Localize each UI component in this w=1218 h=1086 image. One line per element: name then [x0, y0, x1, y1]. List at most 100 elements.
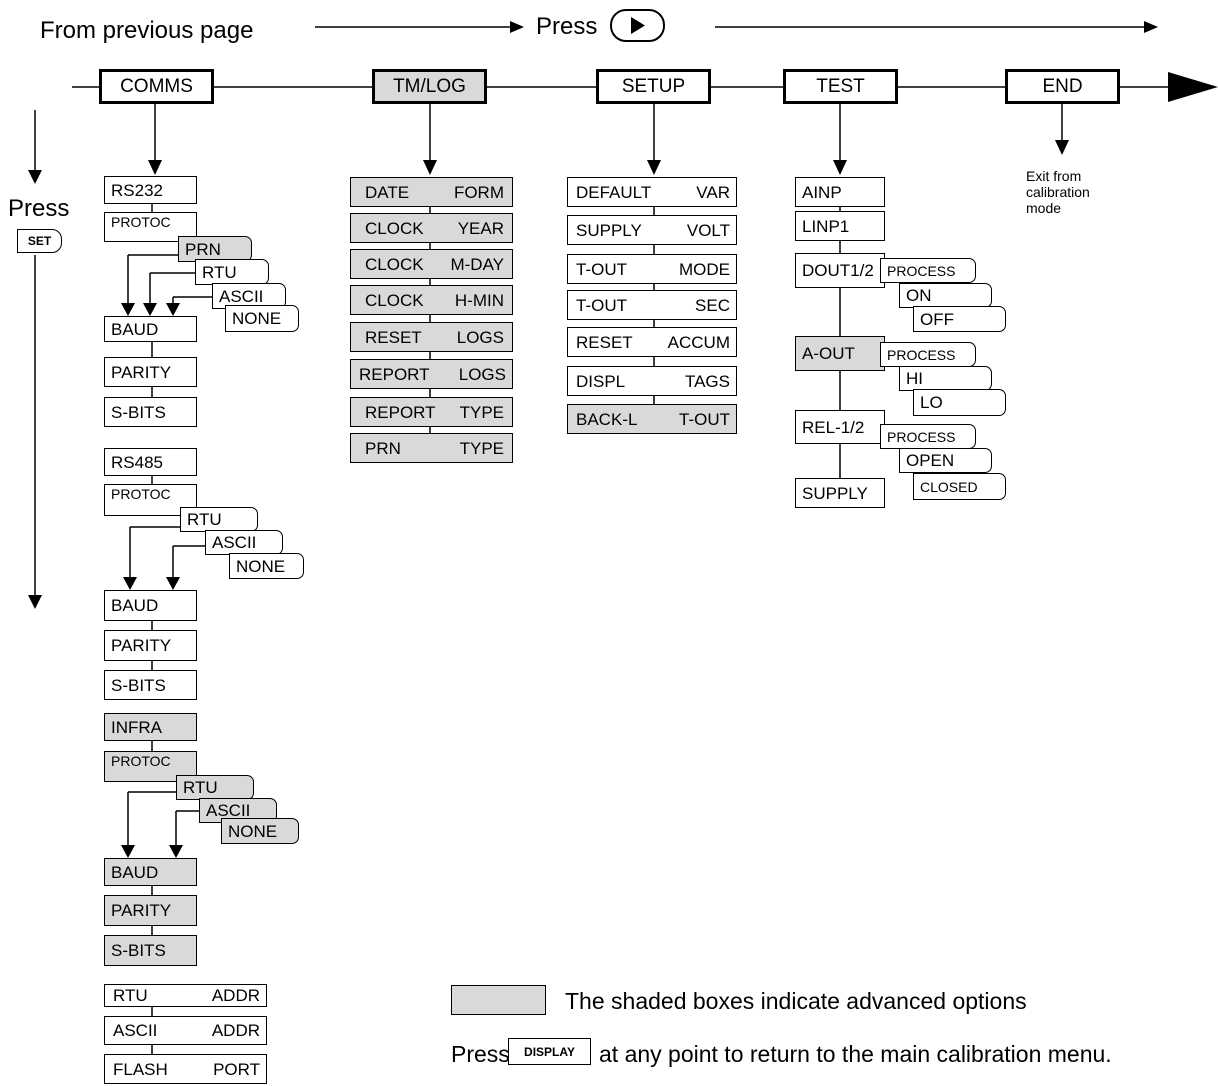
item-right: FORM	[453, 182, 504, 202]
header-setup: SETUP	[596, 69, 711, 104]
item-right: ADDR	[211, 986, 260, 1005]
comms-flash-port: FLASH PORT	[104, 1054, 267, 1084]
set-key: SET	[17, 229, 62, 253]
header-comms: COMMS	[99, 69, 214, 104]
comms-baud: BAUD	[104, 316, 197, 342]
item-left: FLASH	[113, 1059, 168, 1079]
setup-item: DEFAULT VAR	[567, 177, 737, 207]
item-left: ASCII	[113, 1021, 158, 1040]
option-process: PROCESS	[880, 342, 976, 367]
item-right: TYPE	[459, 402, 504, 422]
legend-shaded-swatch	[451, 985, 546, 1015]
test-dout: DOUT1/2	[795, 253, 885, 288]
item-right: T-OUT	[679, 409, 730, 429]
item-right: SEC	[695, 295, 730, 315]
option-ascii: ASCII	[205, 530, 283, 555]
tmlog-item: PRN TYPE	[350, 433, 513, 463]
option-none: NONE	[225, 305, 299, 332]
legend-display-text: at any point to return to the main calib…	[599, 1041, 1112, 1067]
comms-s-bits: S-BITS	[104, 935, 197, 966]
press-set-label: Press	[8, 195, 70, 222]
tmlog-item: RESET LOGS	[350, 322, 513, 352]
item-left: CLOCK	[365, 290, 424, 310]
comms-baud: BAUD	[104, 590, 197, 621]
option-off: OFF	[913, 306, 1006, 332]
tmlog-item: CLOCK M-DAY	[350, 249, 513, 279]
from-previous-page-label: From previous page	[40, 17, 254, 44]
option-closed: CLOSED	[913, 473, 1006, 500]
test-rel: REL-1/2	[795, 410, 885, 444]
item-right: YEAR	[457, 218, 504, 238]
item-right: VAR	[696, 182, 730, 202]
option-process: PROCESS	[880, 424, 976, 449]
option-prn: PRN	[178, 236, 252, 262]
comms-rs485: RS485	[104, 448, 197, 476]
end-note-line: mode	[1026, 200, 1062, 216]
item-left: T-OUT	[576, 259, 627, 279]
tmlog-item: CLOCK H-MIN	[350, 285, 513, 315]
item-left: DEFAULT	[576, 182, 652, 202]
comms-s-bits: S-BITS	[104, 397, 197, 427]
comms-baud: BAUD	[104, 858, 197, 886]
item-left: REPORT	[359, 364, 430, 384]
setup-item: SUPPLY VOLT	[567, 215, 737, 245]
option-ascii: ASCII	[212, 283, 286, 309]
item-right: VOLT	[686, 220, 730, 240]
item-left: RESET	[365, 327, 422, 347]
item-left: REPORT	[365, 402, 436, 422]
option-none: NONE	[229, 553, 304, 579]
option-rtu: RTU	[176, 775, 254, 800]
option-process: PROCESS	[880, 258, 976, 283]
option-none: NONE	[221, 818, 299, 844]
item-left: RESET	[576, 332, 633, 352]
setup-item: T-OUT SEC	[567, 290, 737, 320]
option-hi: HI	[899, 366, 992, 391]
item-left: T-OUT	[576, 295, 627, 315]
item-left: SUPPLY	[576, 220, 642, 240]
option-on: ON	[899, 283, 992, 308]
end-note: Exit from calibration mode	[1026, 168, 1090, 216]
header-end: END	[1005, 69, 1120, 104]
test-a-out: A-OUT	[795, 336, 885, 371]
item-right: PORT	[213, 1059, 260, 1079]
header-test: TEST	[783, 69, 898, 104]
comms-infra: INFRA	[104, 713, 197, 741]
comms-protoc: PROTOC	[104, 212, 197, 242]
comms-parity: PARITY	[104, 630, 197, 661]
comms-protoc: PROTOC	[104, 484, 197, 516]
option-lo: LO	[913, 389, 1006, 416]
comms-parity: PARITY	[104, 357, 197, 387]
test-ainp: AINP	[795, 177, 885, 207]
item-left: DISPL	[576, 371, 626, 391]
item-right: ACCUM	[667, 332, 730, 352]
comms-s-bits: S-BITS	[104, 670, 197, 700]
play-key	[610, 9, 665, 42]
tmlog-item: CLOCK YEAR	[350, 213, 513, 243]
tmlog-item: REPORT TYPE	[350, 397, 513, 427]
press-next-label: Press	[536, 13, 598, 40]
comms-parity: PARITY	[104, 895, 197, 926]
item-right: M-DAY	[450, 254, 504, 274]
item-right: LOGS	[458, 364, 506, 384]
comms-rtu-addr: RTU ADDR	[104, 984, 267, 1007]
option-open: OPEN	[899, 448, 992, 473]
item-left: CLOCK	[365, 218, 424, 238]
item-left: CLOCK	[365, 254, 424, 274]
header-tmlog: TM/LOG	[372, 69, 487, 104]
item-right: TYPE	[459, 438, 504, 458]
play-icon	[631, 17, 645, 34]
item-right: H-MIN	[454, 290, 504, 310]
comms-rs232: RS232	[104, 176, 197, 204]
item-right: LOGS	[456, 327, 504, 347]
end-note-line: Exit from	[1026, 168, 1082, 184]
legend-press-label: Press	[451, 1041, 510, 1067]
item-left: RTU	[113, 986, 148, 1005]
item-left: PRN	[365, 438, 401, 458]
display-key: DISPLAY	[508, 1038, 591, 1065]
